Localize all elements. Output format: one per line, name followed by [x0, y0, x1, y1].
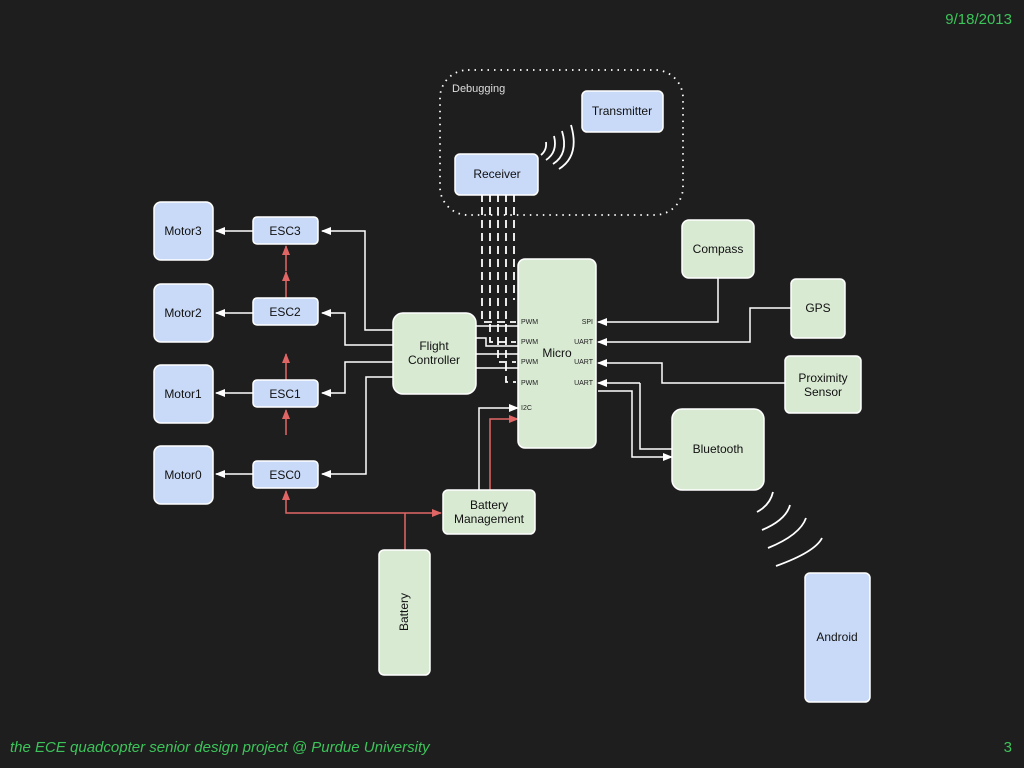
node-motor0: Motor0: [153, 445, 214, 505]
power-lines: [282, 245, 519, 550]
svg-text:Sensor: Sensor: [804, 385, 842, 399]
svg-text:PWM: PWM: [521, 380, 538, 387]
node-esc2: ESC2: [252, 297, 319, 326]
svg-text:Android: Android: [816, 630, 857, 644]
svg-text:Battery: Battery: [397, 593, 411, 631]
svg-text:Motor1: Motor1: [164, 387, 202, 401]
svg-text:ESC1: ESC1: [269, 387, 301, 401]
svg-text:PWM: PWM: [521, 339, 538, 346]
rf-waves-icon: [540, 124, 575, 170]
node-esc3: ESC3: [252, 216, 319, 245]
svg-text:GPS: GPS: [805, 301, 830, 315]
svg-text:Flight: Flight: [419, 339, 449, 353]
slide-date: 9/18/2013: [945, 11, 1012, 28]
node-gps: GPS: [790, 278, 846, 339]
svg-text:UART: UART: [574, 359, 594, 366]
node-bluetooth: Bluetooth: [671, 408, 765, 491]
node-receiver: Receiver: [454, 153, 539, 196]
svg-text:UART: UART: [574, 339, 594, 346]
node-battery-management: Battery Management: [442, 489, 536, 535]
svg-text:PWM: PWM: [521, 359, 538, 366]
svg-text:Motor2: Motor2: [164, 306, 202, 320]
node-esc1: ESC1: [252, 379, 319, 408]
node-esc0: ESC0: [252, 460, 319, 489]
svg-text:UART: UART: [574, 380, 594, 387]
node-micro: Micro PWM PWM PWM PWM I2C SPI UART UART …: [517, 258, 597, 449]
svg-text:Receiver: Receiver: [473, 167, 520, 181]
node-flight-controller: Flight Controller: [392, 312, 477, 395]
bluetooth-waves-icon: [756, 491, 823, 567]
svg-text:Transmitter: Transmitter: [592, 104, 652, 118]
svg-text:SPI: SPI: [582, 319, 593, 326]
node-proximity-sensor: Proximity Sensor: [784, 355, 862, 414]
svg-text:Motor3: Motor3: [164, 224, 202, 238]
node-motor3: Motor3: [153, 201, 214, 261]
connection-wires: [215, 194, 791, 490]
svg-text:ESC2: ESC2: [269, 305, 301, 319]
slide-footer: the ECE quadcopter senior design project…: [10, 739, 430, 756]
svg-text:Compass: Compass: [693, 242, 744, 256]
svg-text:ESC0: ESC0: [269, 468, 301, 482]
svg-text:Micro: Micro: [542, 346, 572, 360]
svg-text:Bluetooth: Bluetooth: [693, 442, 744, 456]
svg-text:Management: Management: [454, 512, 525, 526]
svg-text:ESC3: ESC3: [269, 224, 301, 238]
svg-text:PWM: PWM: [521, 319, 538, 326]
svg-text:Battery: Battery: [470, 498, 508, 512]
node-motor2: Motor2: [153, 283, 214, 343]
node-motor1: Motor1: [153, 364, 214, 424]
debugging-label: Debugging: [452, 83, 505, 95]
slide-page-number: 3: [1003, 739, 1012, 756]
svg-text:Proximity: Proximity: [798, 371, 847, 385]
node-transmitter: Transmitter: [581, 90, 664, 133]
node-battery: Battery: [378, 549, 431, 676]
svg-text:Motor0: Motor0: [164, 468, 202, 482]
node-android: Android: [804, 572, 871, 703]
node-compass: Compass: [681, 219, 755, 279]
svg-text:Controller: Controller: [408, 353, 460, 367]
svg-text:I2C: I2C: [521, 405, 532, 412]
